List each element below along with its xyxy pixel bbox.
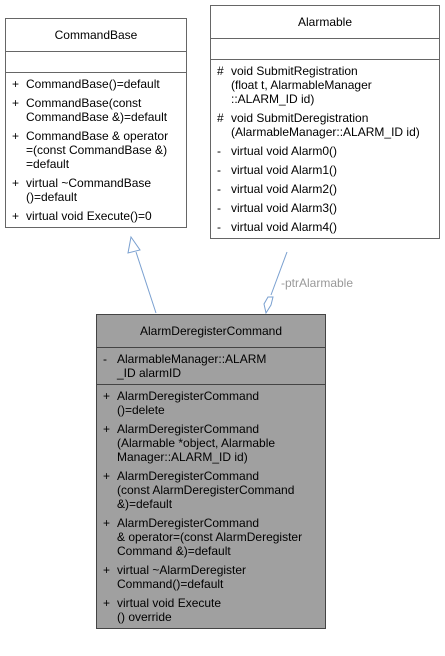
member-row[interactable]: -virtual void Alarm0() bbox=[217, 144, 433, 158]
visibility-marker: - bbox=[217, 163, 221, 177]
methods-section: +AlarmDeregisterCommand()=delete+AlarmDe… bbox=[97, 385, 325, 628]
attributes-section: -AlarmableManager::ALARM_ID alarmID bbox=[97, 348, 325, 385]
member-row[interactable]: + AlarmDeregisterCommand& operator=(const… bbox=[103, 516, 319, 558]
member-text: virtual void Alarm3() bbox=[231, 201, 338, 215]
attributes-section bbox=[211, 39, 439, 60]
member-text: AlarmDeregisterCommand bbox=[117, 389, 260, 403]
visibility-marker: + bbox=[12, 129, 20, 143]
member-text: ()=delete bbox=[117, 403, 165, 417]
member-text: AlarmableManager::ALARM bbox=[117, 352, 267, 366]
visibility-marker: + bbox=[103, 596, 111, 610]
member-text: CommandBase()=default bbox=[26, 77, 160, 91]
visibility-marker: - bbox=[217, 201, 221, 215]
relation-label: -ptrAlarmable bbox=[281, 276, 354, 290]
member-row[interactable]: -AlarmableManager::ALARM_ID alarmID bbox=[103, 352, 319, 380]
class-alarmderegistercommand[interactable]: AlarmDeregisterCommand -AlarmableManager… bbox=[96, 314, 326, 629]
member-row[interactable]: # void SubmitDeregistration(AlarmableMana… bbox=[217, 111, 433, 139]
inheritance-edge bbox=[135, 251, 157, 314]
member-text: ::ALARM_ID id) bbox=[231, 92, 315, 106]
member-text: virtual ~CommandBase bbox=[26, 176, 152, 190]
visibility-marker: - bbox=[217, 182, 221, 196]
visibility-marker: - bbox=[103, 352, 107, 366]
visibility-marker: + bbox=[103, 469, 111, 483]
association-edge bbox=[270, 251, 288, 296]
association-diamond bbox=[263, 296, 274, 315]
member-row[interactable]: + CommandBase()=default bbox=[12, 77, 180, 91]
member-text: CommandBase & operator bbox=[26, 129, 169, 143]
member-row[interactable]: # void SubmitRegistration(float t, Alarma… bbox=[217, 64, 433, 106]
member-text: (float t, AlarmableManager bbox=[231, 78, 372, 92]
member-row[interactable]: + virtual void Execute() override bbox=[103, 596, 319, 624]
visibility-marker: + bbox=[103, 563, 111, 577]
visibility-marker: + bbox=[12, 96, 20, 110]
member-text: CommandBase &)=default bbox=[26, 110, 168, 124]
visibility-marker: - bbox=[217, 220, 221, 234]
member-text: AlarmDeregisterCommand bbox=[117, 516, 260, 530]
member-text: & operator=(const AlarmDeregister bbox=[117, 530, 303, 544]
class-title: Alarmable bbox=[211, 6, 439, 39]
member-row[interactable]: + AlarmDeregisterCommand()=delete bbox=[103, 389, 319, 417]
member-row[interactable]: + virtual ~CommandBase()=default bbox=[12, 176, 180, 204]
member-row[interactable]: -virtual void Alarm4() bbox=[217, 220, 433, 234]
member-row[interactable]: + AlarmDeregisterCommand(Alarmable *objec… bbox=[103, 422, 319, 464]
member-text: &)=default bbox=[117, 497, 173, 511]
member-text: AlarmDeregisterCommand bbox=[117, 422, 260, 436]
visibility-marker: + bbox=[103, 422, 111, 436]
visibility-marker: # bbox=[217, 64, 224, 78]
member-text: virtual void Execute()=0 bbox=[26, 209, 152, 223]
member-text: virtual void Execute bbox=[117, 596, 222, 610]
member-row[interactable]: + CommandBase & operator=(const CommandBa… bbox=[12, 129, 180, 171]
member-row[interactable]: -virtual void Alarm2() bbox=[217, 182, 433, 196]
member-row[interactable]: + AlarmDeregisterCommand(const AlarmDereg… bbox=[103, 469, 319, 511]
member-text: void SubmitRegistration bbox=[231, 64, 358, 78]
member-row[interactable]: -virtual void Alarm3() bbox=[217, 201, 433, 215]
visibility-marker: - bbox=[217, 144, 221, 158]
attributes-section bbox=[6, 52, 186, 73]
member-row[interactable]: -virtual void Alarm1() bbox=[217, 163, 433, 177]
member-text: void SubmitDeregistration bbox=[231, 111, 369, 125]
class-alarmable[interactable]: Alarmable # void SubmitRegistration(float… bbox=[210, 5, 440, 239]
member-text: Command &)=default bbox=[117, 544, 231, 558]
member-text: virtual void Alarm1() bbox=[231, 163, 338, 177]
visibility-marker: # bbox=[217, 111, 224, 125]
member-text: (AlarmableManager::ALARM_ID id) bbox=[231, 125, 420, 139]
member-text: virtual void Alarm4() bbox=[231, 220, 338, 234]
member-text: ()=default bbox=[26, 190, 78, 204]
member-text: Manager::ALARM_ID id) bbox=[117, 450, 248, 464]
member-text: Command()=default bbox=[117, 577, 224, 591]
member-text: =(const CommandBase &) bbox=[26, 143, 168, 157]
class-title: CommandBase bbox=[6, 19, 186, 52]
visibility-marker: + bbox=[103, 516, 111, 530]
member-text: =default bbox=[26, 157, 70, 171]
member-text: virtual void Alarm0() bbox=[231, 144, 338, 158]
methods-section: # void SubmitRegistration(float t, Alarma… bbox=[211, 60, 439, 238]
visibility-marker: + bbox=[12, 209, 20, 223]
member-text: _ID alarmID bbox=[117, 366, 182, 380]
inheritance-arrowhead bbox=[127, 235, 141, 254]
visibility-marker: + bbox=[12, 77, 20, 91]
member-text: (const AlarmDeregisterCommand bbox=[117, 483, 295, 497]
member-text: virtual ~AlarmDeregister bbox=[117, 563, 247, 577]
member-text: (Alarmable *object, Alarmable bbox=[117, 436, 276, 450]
member-text: CommandBase(const bbox=[26, 96, 142, 110]
member-row[interactable]: + virtual void Execute()=0 bbox=[12, 209, 180, 223]
methods-section: + CommandBase()=default + CommandBase(const… bbox=[6, 73, 186, 227]
member-text: virtual void Alarm2() bbox=[231, 182, 338, 196]
visibility-marker: + bbox=[103, 389, 111, 403]
member-text: AlarmDeregisterCommand bbox=[117, 469, 260, 483]
member-text: () override bbox=[117, 610, 172, 624]
class-title: AlarmDeregisterCommand bbox=[97, 315, 325, 348]
class-commandbase[interactable]: CommandBase + CommandBase()=default + Comma… bbox=[5, 18, 187, 228]
visibility-marker: + bbox=[12, 176, 20, 190]
